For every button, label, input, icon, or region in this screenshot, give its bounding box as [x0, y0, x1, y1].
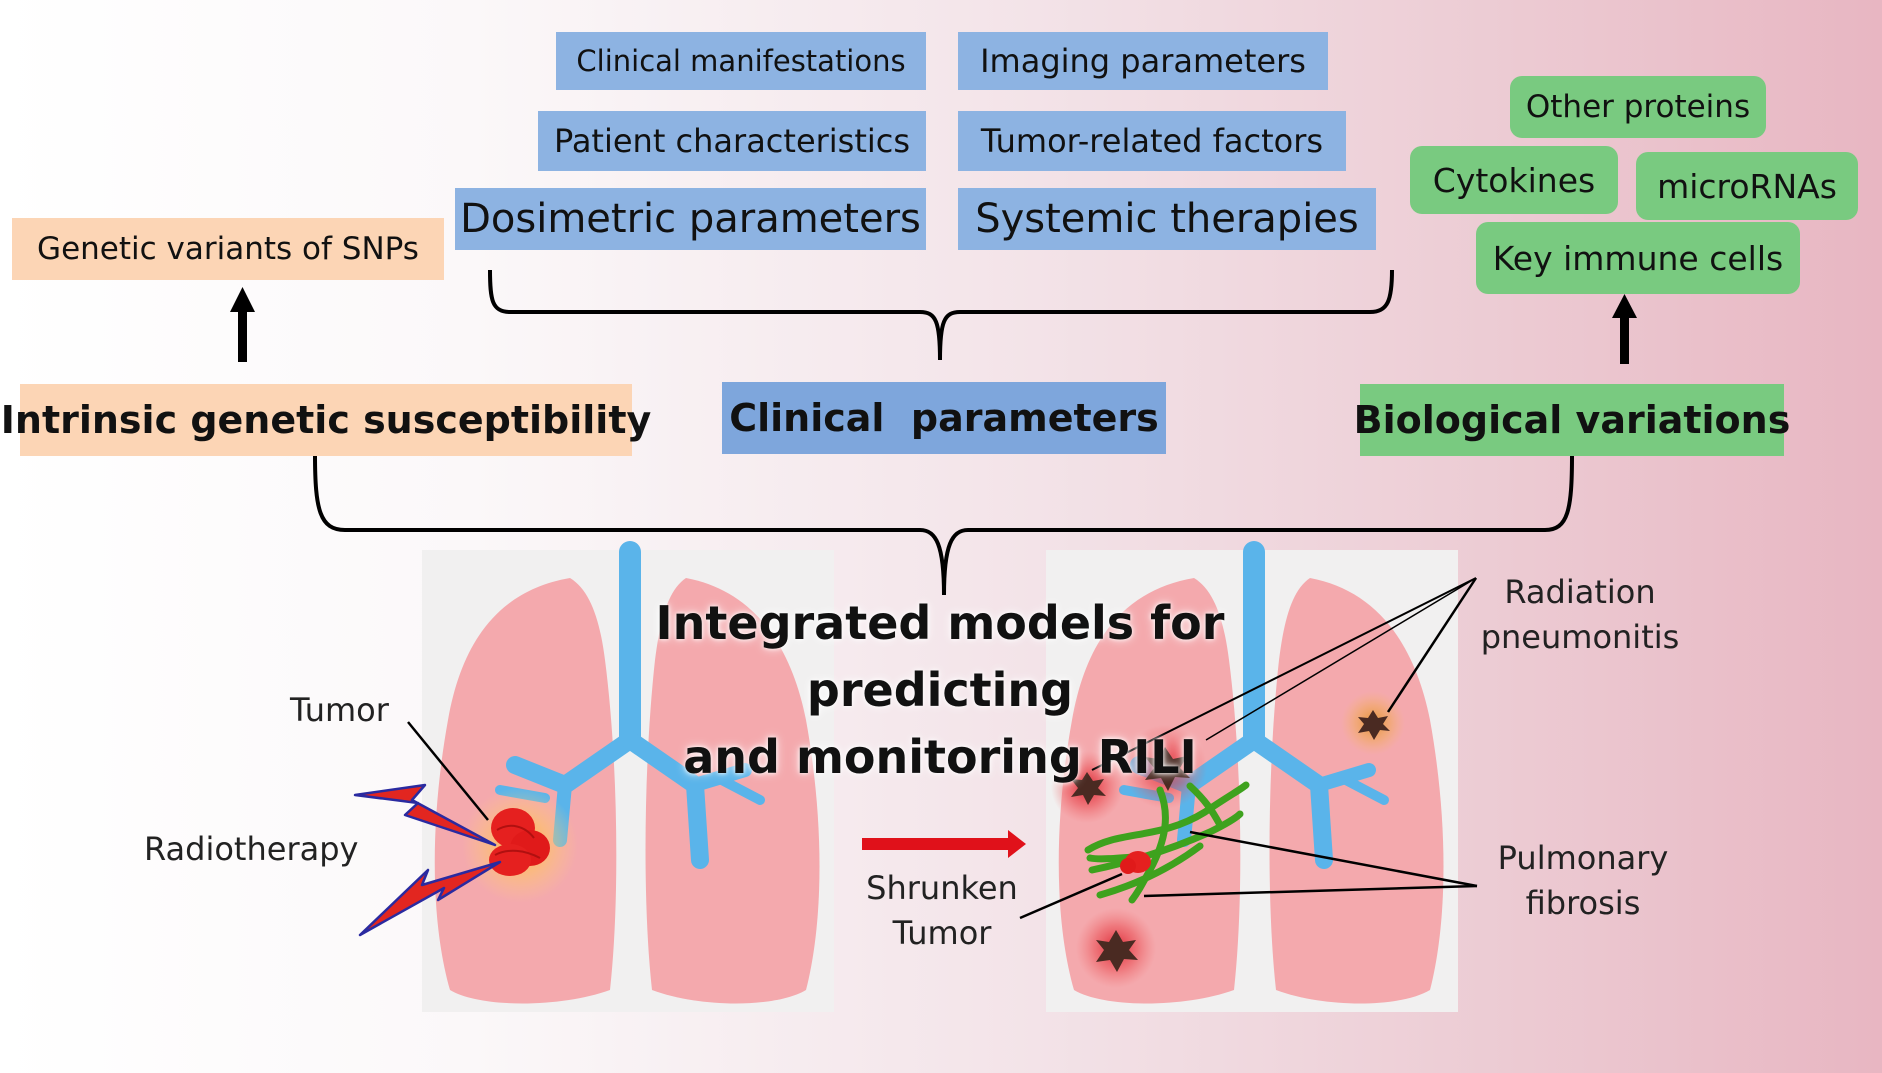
radiation-label-line2: pneumonitis [1480, 617, 1680, 656]
cytokines-label: Cytokines [1432, 160, 1596, 200]
lightning-bolt-icon [358, 860, 502, 937]
radiation-pneumonitis-label: Radiation pneumonitis [1470, 570, 1690, 660]
dosimetric-parameters-label: Dosimetric parameters [460, 196, 921, 242]
tumor-icon [489, 808, 550, 876]
other-proteins-label: Other proteins [1525, 89, 1751, 125]
patient-characteristics-label: Patient characteristics [553, 122, 911, 160]
integration-brace [313, 454, 1574, 596]
key-immune-cells-box: Key immune cells [1476, 222, 1800, 294]
tumor-related-factors-box: Tumor-related factors [958, 111, 1346, 171]
right-arrow-icon [862, 830, 1026, 858]
pointer-lines [407, 577, 1478, 920]
intrinsic-genetic-susceptibility-box: Intrinsic genetic susceptibility [1, 384, 651, 456]
clinical-parameters-box: Clinical parameters [722, 382, 1166, 454]
biological-variations-box: Biological variations [1354, 384, 1790, 456]
shrunken-tumor-label: Shrunken Tumor [862, 866, 1022, 956]
radiotherapy-label: Radiotherapy [144, 830, 359, 868]
clinical-brace [488, 269, 1394, 361]
pulmonary-fibrosis-label: Pulmonary fibrosis [1478, 836, 1688, 926]
genetic-variants-box: Genetic variants of SNPs [12, 218, 444, 280]
pneumonitis-lesion-icon [1341, 691, 1405, 755]
clinical-manifestations-label: Clinical manifestations [576, 44, 906, 78]
fibrosis-label-line1: Pulmonary [1497, 839, 1669, 877]
radiation-label-line1: Radiation [1504, 573, 1656, 611]
fibrosis-label-line2: fibrosis [1525, 883, 1641, 922]
intrinsic-genetic-susceptibility-label: Intrinsic genetic susceptibility [0, 398, 652, 442]
shrunken-tumor-icon [1120, 851, 1151, 874]
genetic-variants-label: Genetic variants of SNPs [37, 231, 419, 267]
micrornas-label: microRNAs [1657, 166, 1837, 206]
imaging-parameters-label: Imaging parameters [980, 42, 1306, 80]
lightning-bolt-icon [353, 783, 497, 847]
main-title: Integrated models for predicting and mon… [520, 590, 1360, 791]
lungs-before-icon [353, 541, 820, 1004]
tumor-related-factors-label: Tumor-related factors [980, 122, 1324, 160]
pneumonitis-lesion-icon [1076, 908, 1156, 988]
biological-variations-label: Biological variations [1353, 398, 1791, 442]
up-arrow-genetic-icon [230, 287, 255, 362]
cytokines-box: Cytokines [1410, 146, 1618, 214]
other-proteins-box: Other proteins [1510, 76, 1766, 138]
clinical-parameters-label: Clinical parameters [729, 396, 1159, 440]
shrunken-label-line1: Shrunken [866, 869, 1018, 907]
systemic-therapies-label: Systemic therapies [975, 196, 1359, 242]
clinical-manifestations-box: Clinical manifestations [556, 32, 926, 90]
micrornas-box: microRNAs [1636, 152, 1858, 220]
tumor-label: Tumor [290, 691, 389, 729]
patient-characteristics-box: Patient characteristics [538, 111, 926, 171]
lungs-after-icon [1051, 541, 1444, 1004]
systemic-therapies-box: Systemic therapies [958, 188, 1376, 250]
main-title-line2: and monitoring RILI [683, 730, 1197, 784]
main-title-line1: Integrated models for predicting [655, 596, 1225, 717]
pneumonitis-lesion-icon [1051, 751, 1123, 823]
dosimetric-parameters-box: Dosimetric parameters [455, 188, 926, 250]
pneumonitis-lesion-icon [1123, 725, 1207, 809]
shrunken-label-line2: Tumor [892, 913, 992, 952]
imaging-parameters-box: Imaging parameters [958, 32, 1328, 90]
key-immune-cells-label: Key immune cells [1492, 238, 1784, 278]
up-arrow-biological-icon [1612, 294, 1637, 364]
